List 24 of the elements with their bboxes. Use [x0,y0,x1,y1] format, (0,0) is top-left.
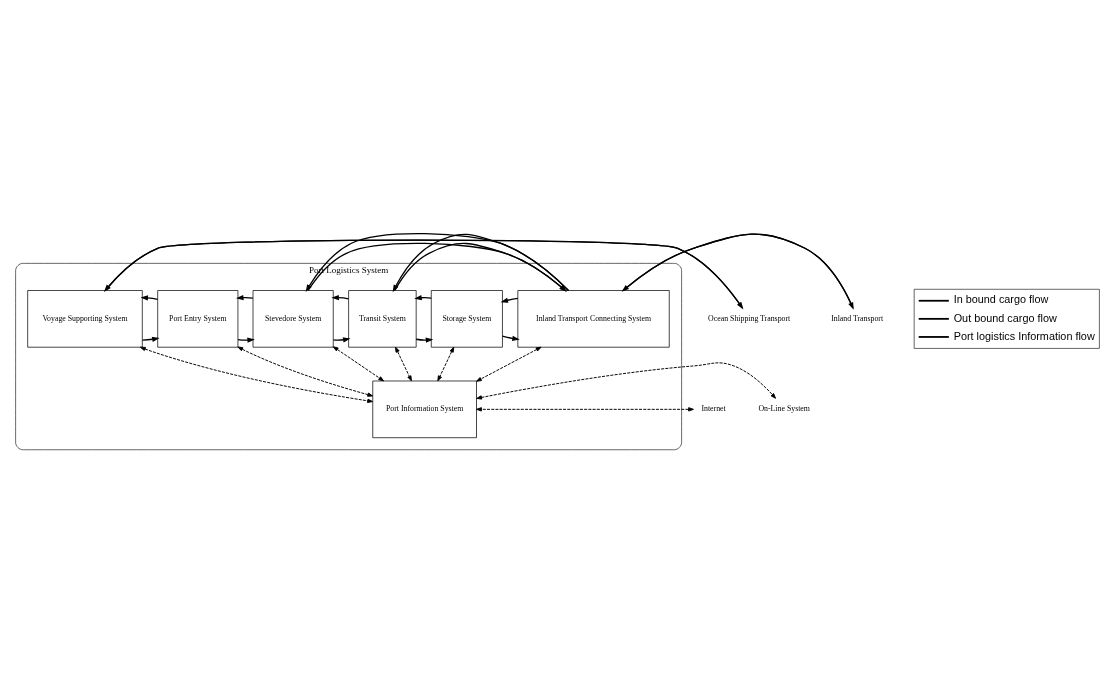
arrow [392,233,570,292]
arrow [500,297,519,303]
arrow [395,346,412,381]
legend-label: Out bound cargo flow [953,311,1057,324]
arrow [476,361,777,400]
arrow [476,406,694,411]
arrow [237,337,255,343]
arrow [236,294,254,300]
legend-label: Port logistics Information flow [953,329,1095,342]
arrow [237,345,374,397]
arrow [437,346,455,381]
arrow [415,337,434,343]
arrow [305,232,570,292]
legend-label: In bound cargo flow [953,292,1049,305]
arrow [140,294,159,300]
arrow [332,345,385,381]
arrow [139,346,374,403]
arrow [476,346,542,382]
arrow [307,242,567,292]
arrow [332,336,351,342]
arrow [141,336,160,342]
arrow [501,334,520,341]
arrow [394,242,567,292]
arrow [331,294,350,300]
